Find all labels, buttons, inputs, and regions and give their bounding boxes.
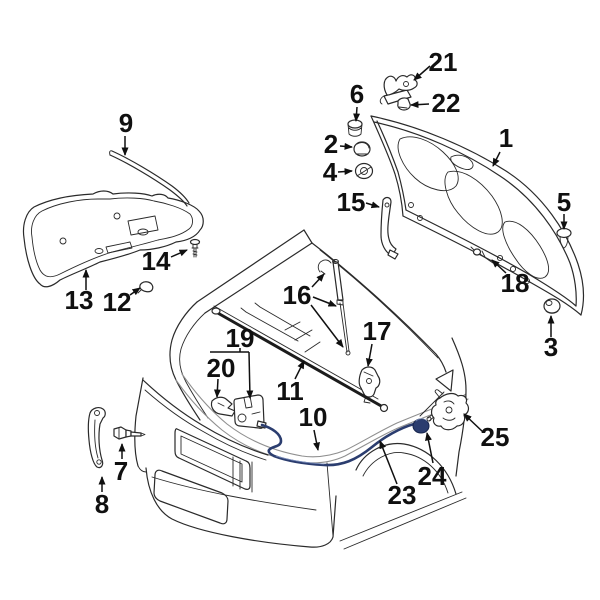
callout-17: 17 — [363, 316, 392, 346]
callout-21: 21 — [429, 47, 458, 77]
leader-arrow — [311, 273, 325, 288]
strut-bracket-17 — [358, 366, 381, 404]
callout-22: 22 — [432, 88, 461, 118]
callout-2: 2 — [324, 129, 338, 159]
hood-release-cable — [260, 402, 448, 467]
callout-16: 16 — [283, 280, 312, 310]
leader-arrow — [312, 296, 337, 307]
leader-arrow — [365, 343, 373, 367]
leader-arrow — [492, 151, 501, 167]
leader-arrow — [313, 429, 320, 451]
grommet-4 — [354, 162, 374, 180]
callout-19: 19 — [226, 323, 255, 353]
cable-bracket-25 — [430, 389, 470, 431]
callout-25: 25 — [481, 422, 510, 452]
leader-arrow — [491, 259, 507, 274]
leader-arrow — [310, 304, 344, 348]
hinge-clip-22 — [397, 97, 411, 111]
leader-arrow — [410, 101, 430, 109]
callout-12: 12 — [103, 287, 132, 317]
clip-12 — [137, 281, 154, 294]
callout-5: 5 — [557, 187, 571, 217]
hood-latch-assembly — [210, 394, 267, 429]
grommet-3 — [543, 298, 561, 314]
callout-14: 14 — [142, 246, 171, 276]
callout-11: 11 — [276, 376, 304, 406]
clip-14 — [189, 238, 201, 258]
hood-panel — [370, 115, 584, 316]
leader-arrow — [337, 168, 353, 176]
callout-20: 20 — [207, 353, 236, 383]
leader-arrow — [294, 360, 305, 380]
callout-9: 9 — [119, 108, 133, 138]
bumper-stop-6 — [347, 119, 363, 137]
hood-hinge — [379, 74, 418, 105]
leader-arrow — [246, 351, 254, 399]
callout-18: 18 — [501, 268, 530, 298]
clip-18 — [470, 246, 494, 264]
callout-23: 23 — [388, 480, 417, 510]
release-pivot-bolt-7 — [113, 426, 146, 440]
hood-strut — [317, 259, 351, 356]
leader-arrow — [463, 413, 484, 433]
callout-10: 10 — [299, 402, 328, 432]
leader-arrow — [129, 287, 141, 296]
callouts-layer: 1234567891011121314151617181920212223242… — [65, 47, 572, 519]
release-lever-8 — [87, 407, 106, 469]
bumper-stop-2 — [353, 141, 371, 157]
leader-arrow — [379, 440, 398, 485]
leader-arrow — [353, 106, 361, 122]
cowl-seal — [211, 307, 389, 413]
callout-6: 6 — [350, 79, 364, 109]
callout-15: 15 — [337, 187, 366, 217]
callout-4: 4 — [323, 157, 338, 187]
leader-arrow — [425, 432, 434, 464]
leader-arrow — [413, 65, 431, 81]
leader-arrow — [170, 249, 188, 258]
callout-7: 7 — [114, 456, 128, 486]
hood-hinge-bracket — [380, 196, 399, 260]
hood-front-seal — [109, 150, 190, 207]
callout-24: 24 — [418, 461, 447, 491]
leader-arrow — [365, 201, 380, 209]
callout-3: 3 — [544, 332, 558, 362]
callout-8: 8 — [95, 489, 109, 519]
hood-insulator-pad — [22, 190, 204, 288]
callout-13: 13 — [65, 285, 94, 315]
leader-arrow — [339, 142, 353, 150]
callout-1: 1 — [499, 123, 513, 153]
leader-arrow — [213, 378, 221, 398]
